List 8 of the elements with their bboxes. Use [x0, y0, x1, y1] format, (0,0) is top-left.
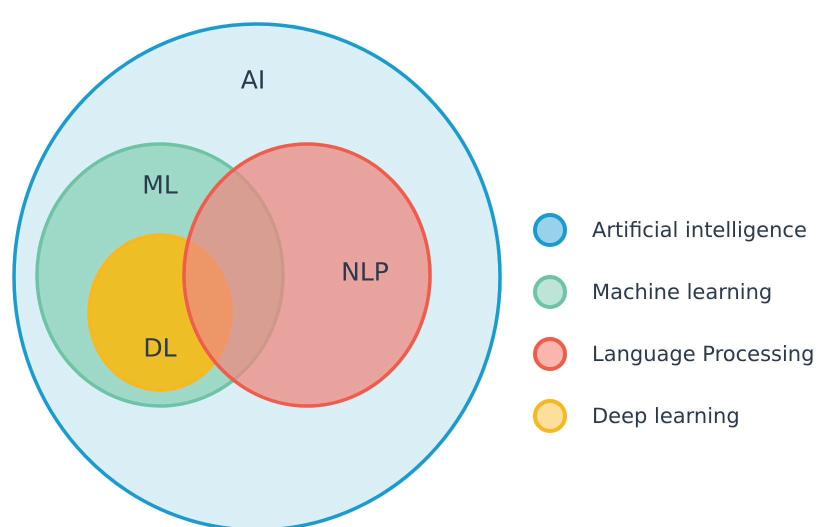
- set-label: NLP: [341, 258, 389, 286]
- legend-label: Language Processing: [592, 342, 814, 366]
- set-label: AI: [240, 66, 266, 94]
- legend-label: Artificial intelligence: [592, 218, 807, 242]
- legend-label: Machine learning: [592, 280, 772, 304]
- set-label: DL: [143, 334, 177, 362]
- legend-label: Deep learning: [592, 404, 740, 428]
- set-label: ML: [142, 170, 178, 200]
